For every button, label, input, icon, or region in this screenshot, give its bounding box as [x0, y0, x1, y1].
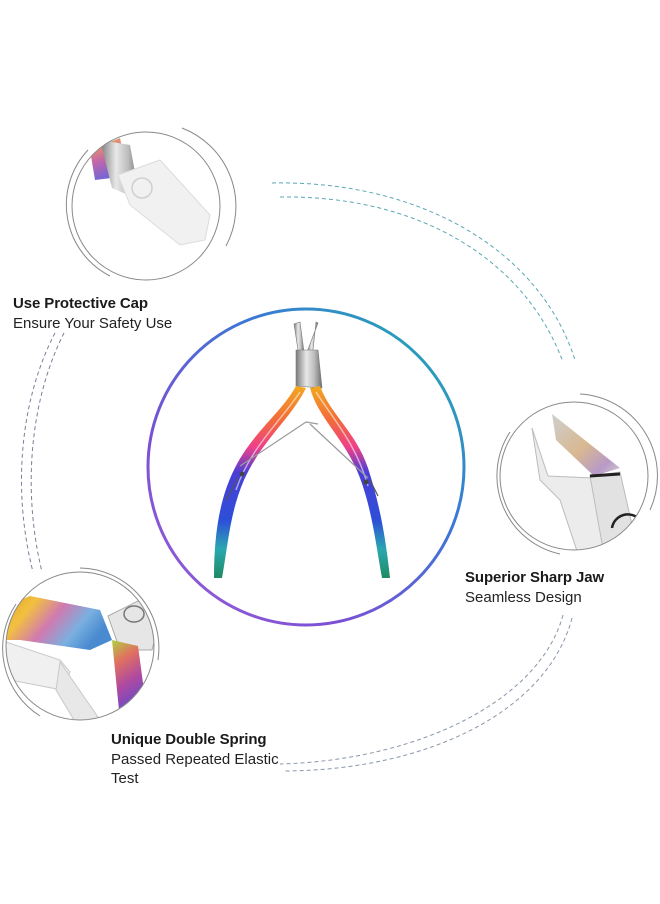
- detail-image-double-spring: [2, 567, 160, 721]
- feature-description: Ensure Your Safety Use: [13, 315, 173, 332]
- feature-protective-cap: Use Protective Cap Ensure Your Safety Us…: [13, 294, 172, 333]
- center-ring: [146, 307, 466, 627]
- feature-sharp-jaw: Superior Sharp Jaw Seamless Design: [465, 568, 604, 607]
- cuticle-nipper-image: [214, 321, 390, 578]
- dashed-arc-top-right: [271, 182, 576, 363]
- detail-image-protective-cap: [65, 127, 237, 281]
- dashed-arc-left: [21, 332, 65, 573]
- feature-title: Unique Double Spring: [111, 731, 267, 748]
- feature-double-spring: Unique Double Spring Passed Repeated Ela…: [111, 730, 281, 788]
- feature-title: Use Protective Cap: [13, 295, 148, 312]
- feature-description: Seamless Design: [465, 589, 582, 606]
- feature-description: Passed Repeated Elastic Test: [111, 751, 279, 787]
- feature-title: Superior Sharp Jaw: [465, 569, 605, 586]
- dashed-arc-bottom-right: [279, 614, 573, 772]
- detail-image-sharp-jaw: [496, 393, 658, 555]
